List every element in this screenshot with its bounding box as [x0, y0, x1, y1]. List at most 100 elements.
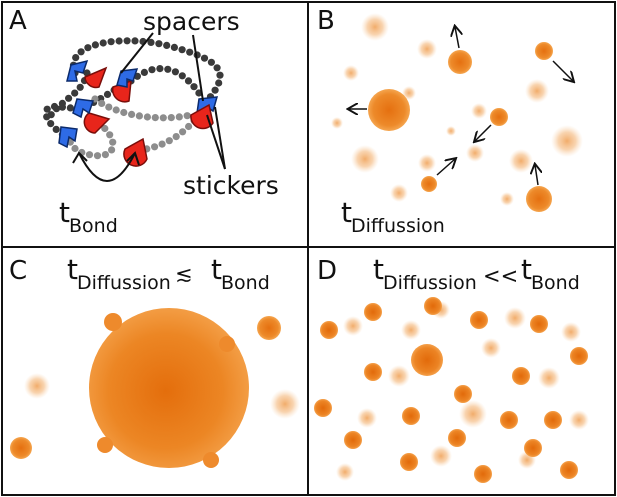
spacer-bead	[200, 54, 209, 62]
stickers	[58, 59, 219, 167]
spacer-bead	[93, 152, 102, 160]
panel-b: B t Diffussion	[307, 1, 616, 249]
dispersed-droplets	[314, 297, 589, 483]
droplet-out-of-focus	[401, 320, 421, 340]
diffusing-droplets	[331, 13, 583, 212]
droplet-out-of-focus	[270, 389, 300, 419]
spacer-bead	[170, 43, 178, 52]
droplet-out-of-focus	[569, 410, 589, 430]
spacer-bead	[178, 72, 186, 80]
spacer-bead	[101, 151, 109, 159]
droplet	[257, 316, 281, 340]
fusing-droplet	[97, 437, 113, 453]
large-condensate	[89, 308, 249, 468]
spacers-label: spacers	[143, 7, 240, 36]
droplet-out-of-focus	[525, 79, 549, 103]
droplet	[368, 89, 410, 131]
sticker-red	[84, 66, 108, 89]
droplet-out-of-focus	[430, 445, 452, 467]
sticker-blue	[72, 98, 95, 119]
droplet-out-of-focus	[351, 145, 379, 173]
droplet	[344, 431, 362, 449]
time-subscript: Diffussion	[351, 215, 445, 237]
spacer-bead	[76, 83, 84, 91]
spacer-bead	[158, 140, 166, 148]
panel-letter: C	[9, 256, 28, 286]
diffusion-time-subscript: Diffussion	[77, 272, 171, 294]
spacer-bead	[71, 89, 79, 97]
spacer-bead	[128, 110, 136, 118]
spacer-bead	[165, 137, 173, 145]
spacer-bead	[186, 48, 194, 56]
droplet-out-of-focus	[538, 367, 560, 389]
spacer-bead	[156, 65, 164, 73]
spacer-bead	[167, 114, 175, 122]
droplet-out-of-focus	[561, 322, 581, 342]
spacer-bead	[77, 48, 85, 56]
spacer-bead	[105, 103, 113, 111]
spacer-bead	[99, 39, 107, 47]
spacer-bead	[112, 106, 120, 114]
droplet-out-of-focus	[481, 338, 501, 358]
droplet-out-of-focus	[331, 117, 343, 129]
droplet	[364, 363, 382, 381]
spacer-bead	[184, 77, 193, 85]
spacer-bead	[108, 146, 116, 154]
motion-arrow	[455, 27, 459, 49]
spacer-bead	[109, 138, 117, 146]
motion-arrow	[535, 165, 538, 186]
spacer-bead	[131, 37, 139, 45]
droplet	[402, 407, 420, 425]
spacer-bead	[175, 113, 183, 121]
time-symbol: t	[341, 196, 352, 229]
spacer-bead	[140, 68, 148, 76]
droplet	[421, 176, 437, 192]
droplet-out-of-focus	[418, 154, 436, 172]
blurred-droplets	[331, 13, 583, 206]
spacer-bead	[65, 94, 73, 102]
droplet-out-of-focus	[509, 149, 533, 173]
droplet-out-of-focus	[24, 373, 50, 399]
spacer-bead	[115, 37, 123, 45]
panel-d: D t Diffussion << t Bond	[307, 246, 616, 496]
sticker-blue	[116, 68, 139, 88]
motion-arrow	[552, 60, 573, 81]
droplet-out-of-focus	[417, 39, 437, 59]
droplet-out-of-focus	[471, 103, 487, 119]
panel-c: C t Diffussion ≲ t Bond	[1, 246, 310, 496]
spacer-bead	[106, 131, 114, 139]
stickers-pointer	[214, 106, 226, 170]
spacer-bead	[172, 133, 180, 141]
bond-arrow-head	[126, 151, 140, 166]
spacer-bead	[151, 143, 159, 151]
droplet-out-of-focus	[500, 192, 514, 206]
droplet	[470, 311, 488, 329]
spacer-bead	[185, 122, 193, 131]
spacer-bead	[71, 144, 79, 153]
spacer-bead	[47, 111, 55, 119]
droplet-out-of-focus	[357, 408, 377, 428]
spacer-bead	[85, 151, 94, 159]
droplet	[448, 50, 472, 74]
droplet	[10, 437, 32, 459]
diffusion-time-subscript: Diffussion	[383, 272, 477, 294]
spacer-bead	[171, 68, 179, 76]
bond-arrow	[78, 152, 136, 182]
droplet	[474, 465, 492, 483]
droplet-out-of-focus	[361, 13, 389, 41]
polymer-chains	[43, 37, 224, 160]
spacer-bead	[123, 37, 131, 45]
droplet-out-of-focus	[402, 86, 416, 100]
spacer-bead	[84, 44, 92, 52]
sticker-red	[83, 112, 111, 134]
bond-time-subscript: Bond	[531, 272, 580, 294]
spacer-bead	[43, 105, 51, 113]
spacers-pointer	[120, 32, 154, 74]
spacer-bead	[66, 104, 74, 112]
droplet-out-of-focus	[390, 184, 408, 202]
panel-letter: A	[9, 6, 27, 36]
polymer-network-diagram	[43, 32, 226, 182]
motion-arrow	[436, 159, 455, 176]
diffusion-time-symbol: t	[373, 253, 384, 286]
